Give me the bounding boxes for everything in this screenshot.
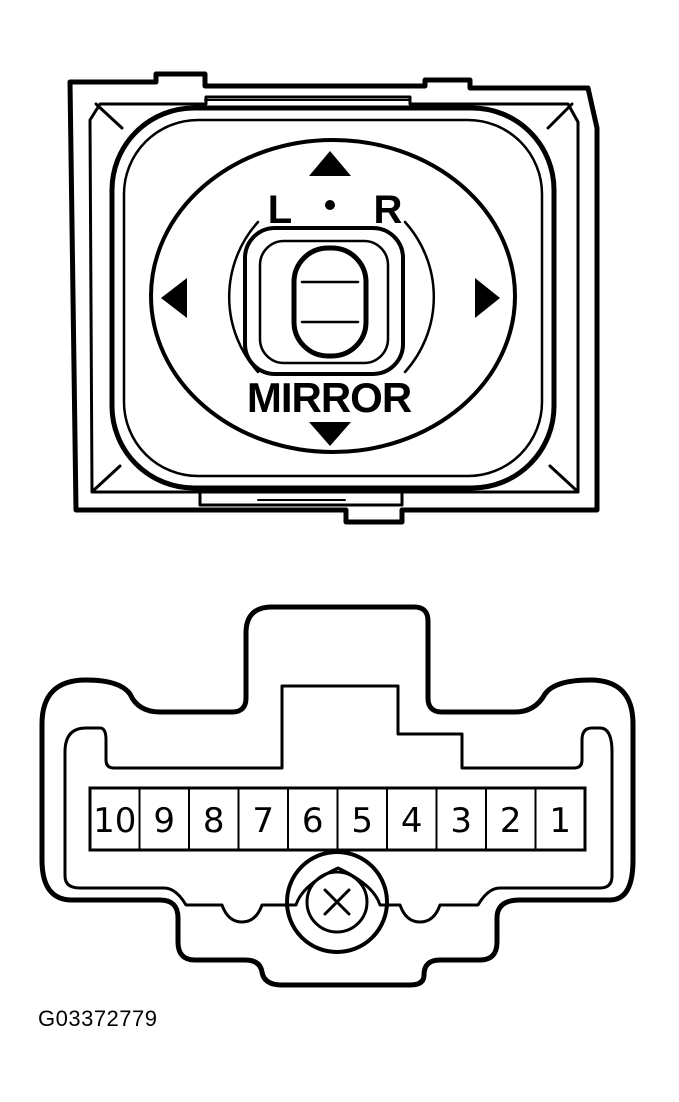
knob-base-inner — [258, 239, 390, 365]
selector-right-label: R — [374, 188, 403, 232]
pin-cell — [534, 787, 586, 851]
pin-number: 1 — [549, 801, 571, 841]
connector-assembly — [39, 604, 636, 988]
pin-number: 5 — [351, 801, 373, 841]
knob-base-outer — [243, 226, 405, 376]
mount-boss-outer — [285, 850, 389, 954]
knob-arc-right — [403, 220, 435, 374]
button-face-inner — [122, 118, 544, 478]
triangle-left-icon[interactable] — [161, 278, 187, 318]
bezel-corner-br — [548, 464, 578, 492]
control-pad-ring — [149, 138, 517, 454]
selector-knob[interactable] — [291, 245, 369, 359]
figure-id: G03372779 — [38, 1006, 158, 1031]
bezel-corner-tl — [94, 102, 124, 130]
bezel-corner-bl — [92, 464, 122, 492]
x-circle-icon — [323, 888, 351, 916]
pin-number: 6 — [302, 801, 324, 841]
pin-number: 9 — [153, 801, 175, 841]
bezel-corner-tr — [546, 102, 574, 130]
pin-number: 8 — [203, 801, 225, 841]
switch-housing-outer — [67, 71, 600, 525]
mount-boss-inner — [305, 870, 369, 934]
triangle-up-icon[interactable] — [309, 151, 351, 176]
connector-cavity — [63, 684, 614, 924]
housing-bottom-tab — [198, 490, 404, 507]
pin-number: 7 — [252, 801, 274, 841]
selector-center-dot — [325, 200, 335, 210]
button-face-outer — [109, 105, 557, 491]
connector-shell-outer — [39, 604, 636, 988]
triangle-down-icon[interactable] — [309, 422, 351, 446]
pin-number: 4 — [401, 801, 423, 841]
pin-number: 2 — [500, 801, 522, 841]
selector-left-label: L — [268, 188, 292, 232]
knob-label: MIRROR — [247, 374, 412, 421]
triangle-right-icon[interactable] — [475, 278, 500, 318]
direction-arrows — [161, 151, 500, 446]
pin-number: 3 — [450, 801, 472, 841]
switch-assembly — [67, 71, 600, 525]
pin-number: 10 — [93, 801, 136, 841]
